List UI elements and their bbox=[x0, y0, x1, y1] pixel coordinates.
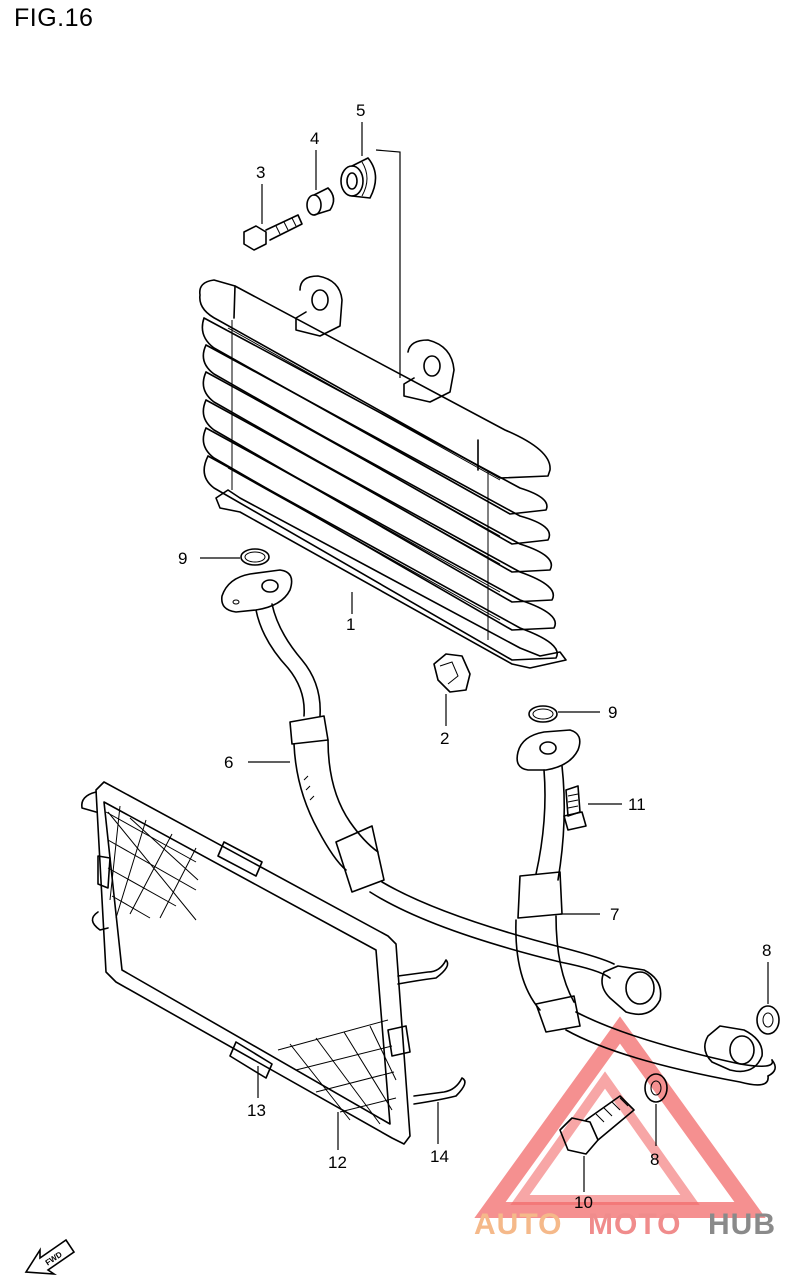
part-8-washer-bottom bbox=[644, 1073, 668, 1103]
callout-12: 12 bbox=[328, 1153, 347, 1172]
callout-8-bottom: 8 bbox=[650, 1150, 659, 1169]
callout-2: 2 bbox=[440, 729, 449, 748]
part-14-bracket bbox=[397, 959, 466, 1105]
fwd-arrow-icon: FWD bbox=[24, 1238, 76, 1276]
part-3-bolt bbox=[243, 214, 303, 251]
part-2-clip bbox=[433, 653, 471, 693]
watermark-hub: HUB bbox=[708, 1208, 776, 1241]
watermark-logo: AUTO MOTO HUB bbox=[474, 1208, 776, 1241]
callout-3: 3 bbox=[256, 163, 265, 182]
part-6-oil-hose bbox=[220, 569, 662, 1016]
leader-lines bbox=[200, 122, 769, 1192]
part-11-bolt bbox=[563, 785, 587, 831]
part-10-union-bolt bbox=[559, 1095, 635, 1155]
watermark-triangle bbox=[474, 1016, 766, 1218]
callout-8-right: 8 bbox=[762, 941, 771, 960]
callout-5: 5 bbox=[356, 101, 365, 120]
callout-7: 7 bbox=[610, 905, 619, 924]
callout-14: 14 bbox=[430, 1147, 449, 1166]
part-8-washer-right bbox=[756, 1005, 780, 1035]
part-7-oil-hose bbox=[515, 729, 776, 1086]
figure-title: FIG.16 bbox=[14, 4, 94, 32]
callout-9-right: 9 bbox=[608, 703, 617, 722]
callout-6: 6 bbox=[224, 753, 233, 772]
callout-1: 1 bbox=[346, 615, 355, 634]
callout-9-left: 9 bbox=[178, 549, 187, 568]
part-1-oil-cooler bbox=[198, 275, 567, 669]
watermark-moto: MOTO bbox=[588, 1208, 681, 1241]
callout-4: 4 bbox=[310, 129, 319, 148]
callout-13: 13 bbox=[247, 1101, 266, 1120]
callout-11: 11 bbox=[628, 795, 646, 814]
part-5-grommet bbox=[340, 157, 377, 199]
watermark-auto: AUTO bbox=[474, 1208, 562, 1241]
callout-10: 10 bbox=[574, 1193, 593, 1212]
part-9-oring-right bbox=[528, 705, 558, 723]
part-4-collar bbox=[306, 187, 335, 216]
part-9-oring-left bbox=[240, 548, 270, 566]
part-12-cooler-guard bbox=[80, 781, 411, 1145]
callout-labels: 1 2 3 4 5 6 7 8 8 9 9 10 11 12 13 14 bbox=[178, 101, 771, 1212]
